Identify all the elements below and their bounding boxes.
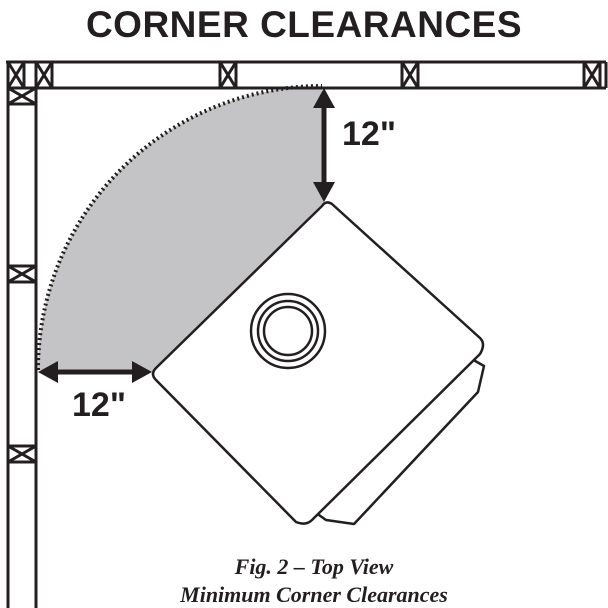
side-clearance-label: 12" xyxy=(72,386,126,424)
clearance-zone xyxy=(38,86,324,372)
top-wall xyxy=(6,60,608,90)
diagram-title: CORNER CLEARANCES xyxy=(85,4,523,45)
figure-caption-line1: Fig. 2 – Top View xyxy=(234,554,394,579)
figure-caption-line2: Minimum Corner Clearances xyxy=(180,582,448,607)
left-wall xyxy=(6,62,38,608)
top-clearance-arrow xyxy=(313,88,335,202)
side-clearance-arrow xyxy=(38,361,152,383)
top-clearance-label: 12" xyxy=(342,115,396,153)
flue-collar-inner xyxy=(262,305,314,357)
clearance-arc xyxy=(36,84,323,371)
stove-body xyxy=(151,201,485,525)
stove xyxy=(151,201,486,526)
